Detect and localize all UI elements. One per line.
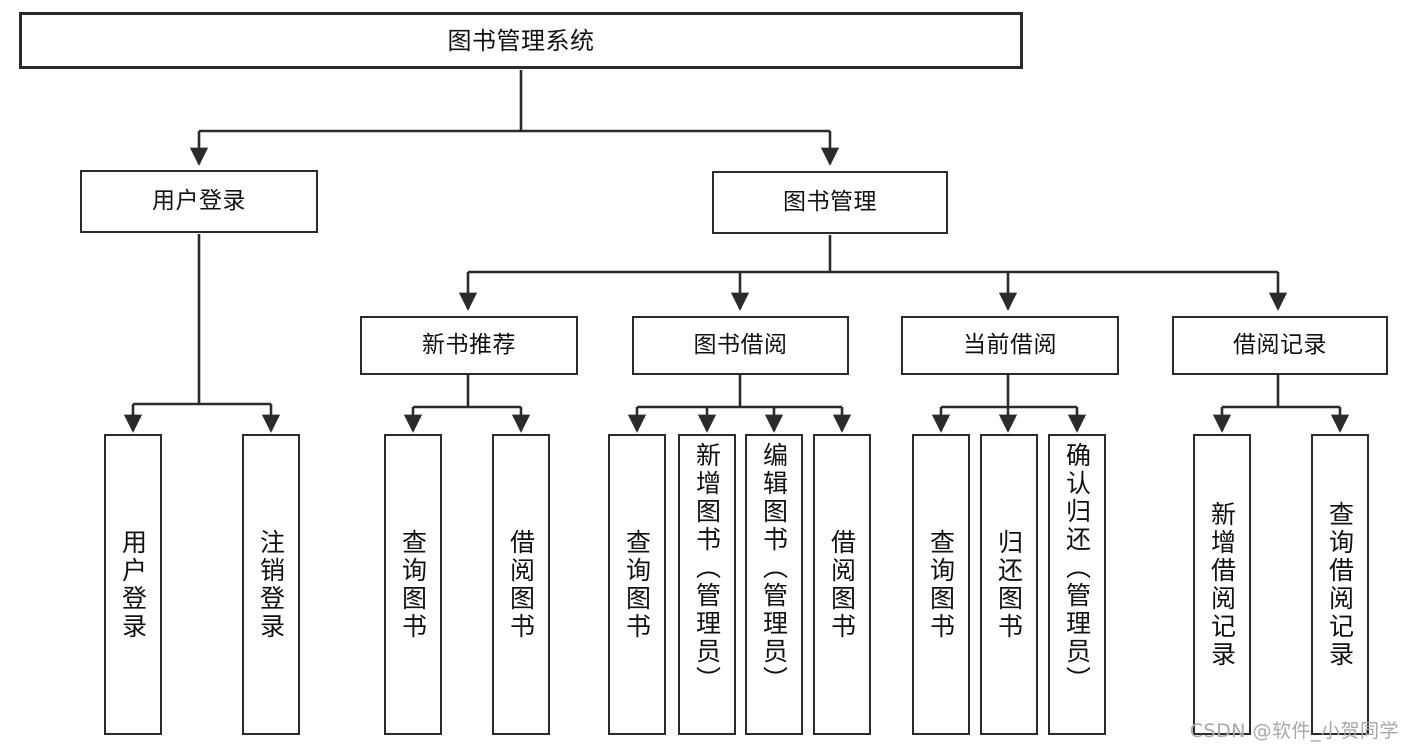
node-book-management-label: 图书管理 [783,189,877,215]
node-user-login-label: 用户登录 [152,188,246,214]
leaf-recommend-borrow-book[interactable]: 借阅图书 [492,434,550,735]
node-current-borrow-label: 当前借阅 [963,332,1057,358]
leaf-record-query-record[interactable]: 查询借阅记录 [1311,434,1369,735]
leaf-label: 编辑图书（管理员） [759,442,789,694]
node-book-borrow-label: 图书借阅 [693,332,788,358]
node-borrow-record[interactable]: 借阅记录 [1172,316,1388,375]
leaf-label: 查询图书 [926,528,956,641]
leaf-current-query-book[interactable]: 查询图书 [912,434,970,735]
node-current-borrow[interactable]: 当前借阅 [901,316,1119,375]
leaf-label: 查询借阅记录 [1325,500,1355,669]
leaf-label: 查询图书 [398,528,428,641]
leaf-label: 借阅图书 [506,528,536,641]
leaf-borrow-query-book[interactable]: 查询图书 [608,434,666,735]
node-root[interactable]: 图书管理系统 [19,12,1023,69]
leaf-user-login-login[interactable]: 用户登录 [104,434,162,735]
leaf-record-add-record[interactable]: 新增借阅记录 [1193,434,1251,735]
node-new-book-recommend-label: 新书推荐 [422,332,516,358]
node-user-login[interactable]: 用户登录 [80,170,318,233]
watermark: CSDN @软件_小贺同学 [1189,720,1399,742]
leaf-label: 归还图书 [994,528,1024,641]
leaf-label: 确认归还（管理员） [1062,442,1092,694]
leaf-borrow-edit-book-admin[interactable]: 编辑图书（管理员） [745,434,803,735]
node-borrow-record-label: 借阅记录 [1233,332,1327,358]
leaf-label: 新增借阅记录 [1207,500,1237,669]
leaf-label: 查询图书 [622,528,652,641]
leaf-label: 注销登录 [256,528,286,641]
leaf-user-login-logout[interactable]: 注销登录 [242,434,300,735]
leaf-label: 借阅图书 [827,528,857,641]
leaf-borrow-borrow-book[interactable]: 借阅图书 [813,434,871,735]
leaf-recommend-query-book[interactable]: 查询图书 [384,434,442,735]
leaf-label: 新增图书（管理员） [692,442,722,694]
node-root-label: 图书管理系统 [447,26,595,55]
node-book-management[interactable]: 图书管理 [712,171,948,234]
node-new-book-recommend[interactable]: 新书推荐 [360,316,578,375]
leaf-current-confirm-return-admin[interactable]: 确认归还（管理员） [1048,434,1106,735]
leaf-current-return-book[interactable]: 归还图书 [980,434,1038,735]
leaf-borrow-add-book-admin[interactable]: 新增图书（管理员） [678,434,736,735]
node-book-borrow[interactable]: 图书借阅 [632,316,849,375]
leaf-label: 用户登录 [118,528,148,641]
